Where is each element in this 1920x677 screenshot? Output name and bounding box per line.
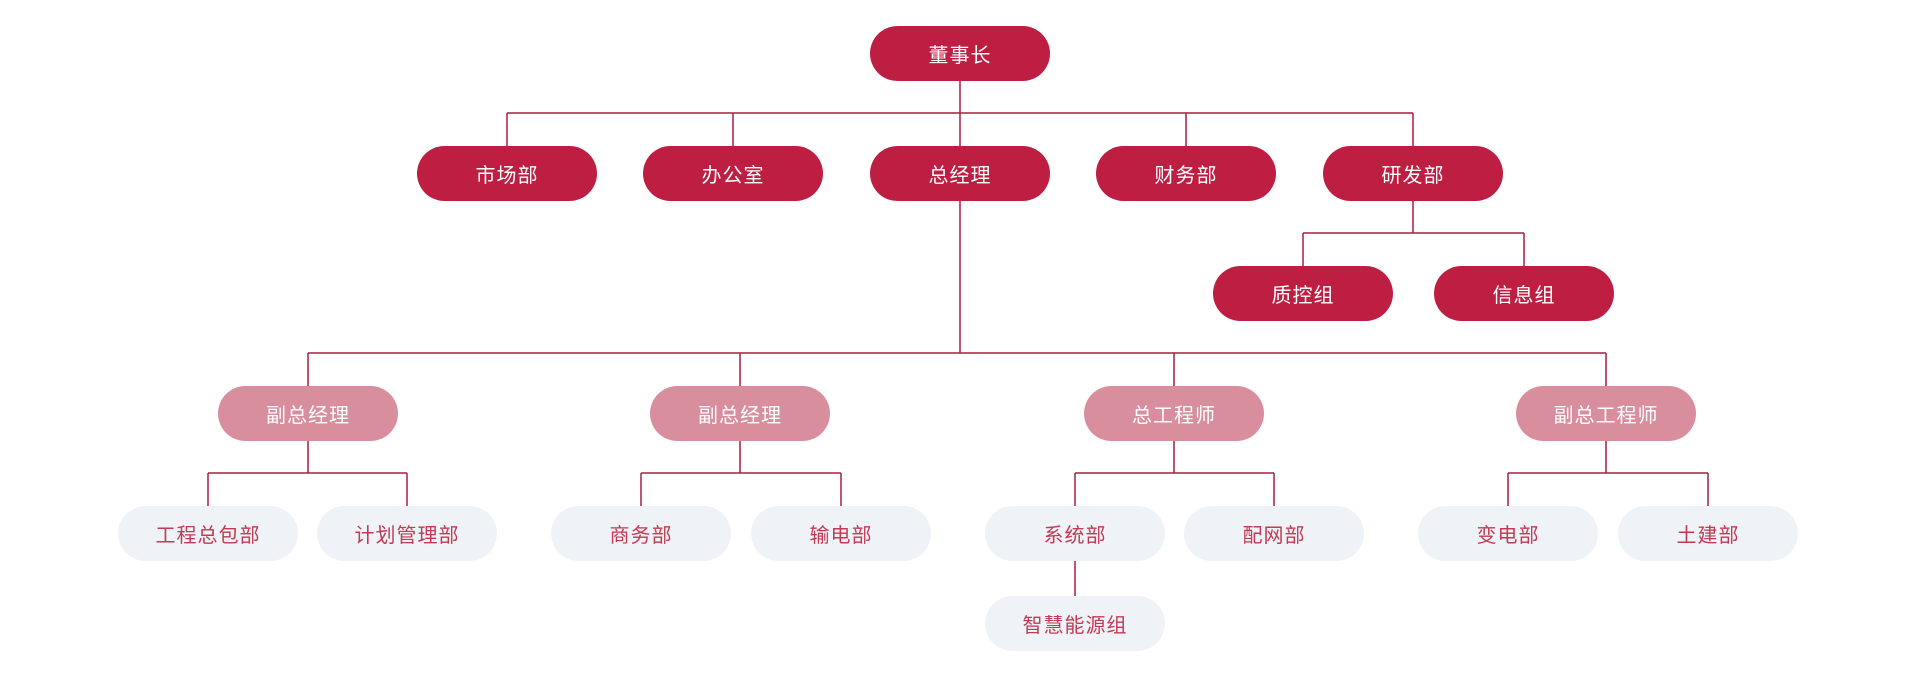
connector-deputy-gm-2 [640, 441, 842, 506]
org-node-label-smart-energy: 智慧能源组 [1022, 615, 1128, 637]
connector-deputy-gm-1 [207, 441, 408, 506]
org-node-rd[interactable]: 研发部 [1323, 146, 1503, 201]
org-node-office[interactable]: 办公室 [643, 146, 823, 201]
org-node-planning[interactable]: 计划管理部 [317, 506, 497, 561]
org-node-label-deputy-gm-2: 副总经理 [698, 405, 782, 427]
org-node-info-group[interactable]: 信息组 [1434, 266, 1614, 321]
org-node-qc-group[interactable]: 质控组 [1213, 266, 1393, 321]
org-node-finance[interactable]: 财务部 [1096, 146, 1276, 201]
org-node-label-deputy-chief-engineer: 副总工程师 [1553, 405, 1659, 427]
org-node-label-deputy-gm-1: 副总经理 [266, 405, 350, 427]
org-node-label-rd: 研发部 [1381, 165, 1445, 187]
org-node-label-marketing: 市场部 [475, 165, 539, 187]
org-node-label-substation: 变电部 [1476, 525, 1540, 547]
org-node-label-planning: 计划管理部 [354, 525, 460, 547]
org-node-distribution[interactable]: 配网部 [1184, 506, 1364, 561]
org-node-system[interactable]: 系统部 [985, 506, 1165, 561]
org-node-label-civil: 土建部 [1676, 525, 1740, 547]
org-node-label-system: 系统部 [1043, 525, 1107, 547]
org-node-chief-engineer[interactable]: 总工程师 [1084, 386, 1264, 441]
org-node-label-distribution: 配网部 [1242, 525, 1306, 547]
org-node-label-office: 办公室 [701, 165, 765, 187]
org-node-epc[interactable]: 工程总包部 [118, 506, 298, 561]
org-node-label-epc: 工程总包部 [155, 525, 261, 547]
org-node-civil[interactable]: 土建部 [1618, 506, 1798, 561]
connector-general-manager [307, 201, 1607, 386]
org-node-commerce[interactable]: 商务部 [551, 506, 731, 561]
org-node-label-finance: 财务部 [1154, 165, 1218, 187]
org-node-general-manager[interactable]: 总经理 [870, 146, 1050, 201]
org-node-label-chief-engineer: 总工程师 [1132, 405, 1216, 427]
connector-chief-engineer [1074, 441, 1275, 506]
org-node-marketing[interactable]: 市场部 [417, 146, 597, 201]
org-node-label-chairman: 董事长 [928, 45, 992, 67]
org-node-label-qc-group: 质控组 [1271, 285, 1335, 307]
connector-rd [1302, 201, 1525, 266]
org-node-deputy-gm-1[interactable]: 副总经理 [218, 386, 398, 441]
org-node-label-info-group: 信息组 [1492, 285, 1556, 307]
org-node-chairman[interactable]: 董事长 [870, 26, 1050, 81]
org-node-substation[interactable]: 变电部 [1418, 506, 1598, 561]
org-node-transmission[interactable]: 输电部 [751, 506, 931, 561]
org-node-label-general-manager: 总经理 [928, 165, 992, 187]
org-node-label-transmission: 输电部 [809, 525, 873, 547]
connector-deputy-chief-engineer [1507, 441, 1709, 506]
org-node-deputy-gm-2[interactable]: 副总经理 [650, 386, 830, 441]
org-node-label-commerce: 商务部 [609, 525, 673, 547]
connector-chairman [506, 81, 1414, 146]
org-node-smart-energy[interactable]: 智慧能源组 [985, 596, 1165, 651]
org-node-deputy-chief-engineer[interactable]: 副总工程师 [1516, 386, 1696, 441]
